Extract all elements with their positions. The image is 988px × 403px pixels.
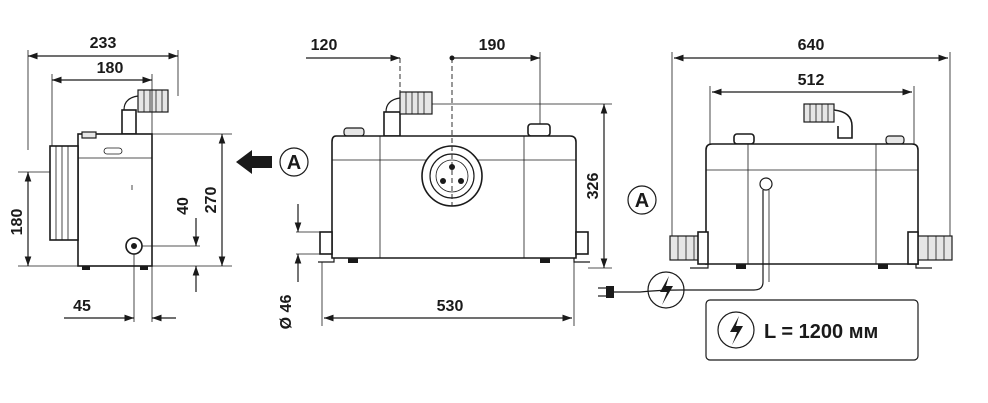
front-view: 120 190 326 Ø 46 530 [278, 37, 612, 329]
view-a-label-right: A [635, 190, 649, 212]
dim-640-label: 640 [798, 37, 825, 54]
electric-bolt-icon [717, 311, 755, 349]
cable-length-label: L = 1200 мм [764, 321, 878, 343]
rear-view: 640 512 [598, 37, 953, 309]
dim-46-label: Ø 46 [278, 295, 295, 330]
dim-233-label: 233 [90, 35, 117, 52]
rear-left-inlet-pipe [669, 231, 709, 265]
view-a-marker-right: A [627, 185, 657, 215]
cable-length-box: L = 1200 мм [705, 299, 919, 361]
dim-45-label: 45 [73, 298, 91, 315]
dim-530-label: 530 [437, 298, 464, 315]
rear-body [705, 143, 919, 265]
electric-bolt-icon [647, 271, 685, 309]
side-outlet-pipe [121, 89, 169, 135]
dim-512-label: 512 [798, 72, 825, 89]
side-view: 233 180 270 180 40 45 [9, 35, 232, 322]
plug-icon [606, 286, 614, 298]
rear-right-inlet-pipe [907, 231, 953, 265]
dim-180-top-label: 180 [97, 60, 124, 77]
view-arrow-icon [236, 150, 272, 174]
dim-190-label: 190 [479, 37, 506, 54]
rear-outlet-pipe [803, 103, 853, 139]
dim-180-side-label: 180 [9, 209, 26, 236]
dim-326-label: 326 [585, 173, 602, 200]
view-a-arrow: A [236, 147, 309, 177]
dim-270-label: 270 [203, 187, 220, 214]
view-a-label-left: A [287, 152, 301, 174]
power-cable [598, 177, 773, 298]
dim-40-label: 40 [175, 197, 192, 215]
dim-120-label: 120 [311, 37, 338, 54]
side-body [49, 131, 153, 270]
front-outlet-pipe [383, 91, 433, 137]
